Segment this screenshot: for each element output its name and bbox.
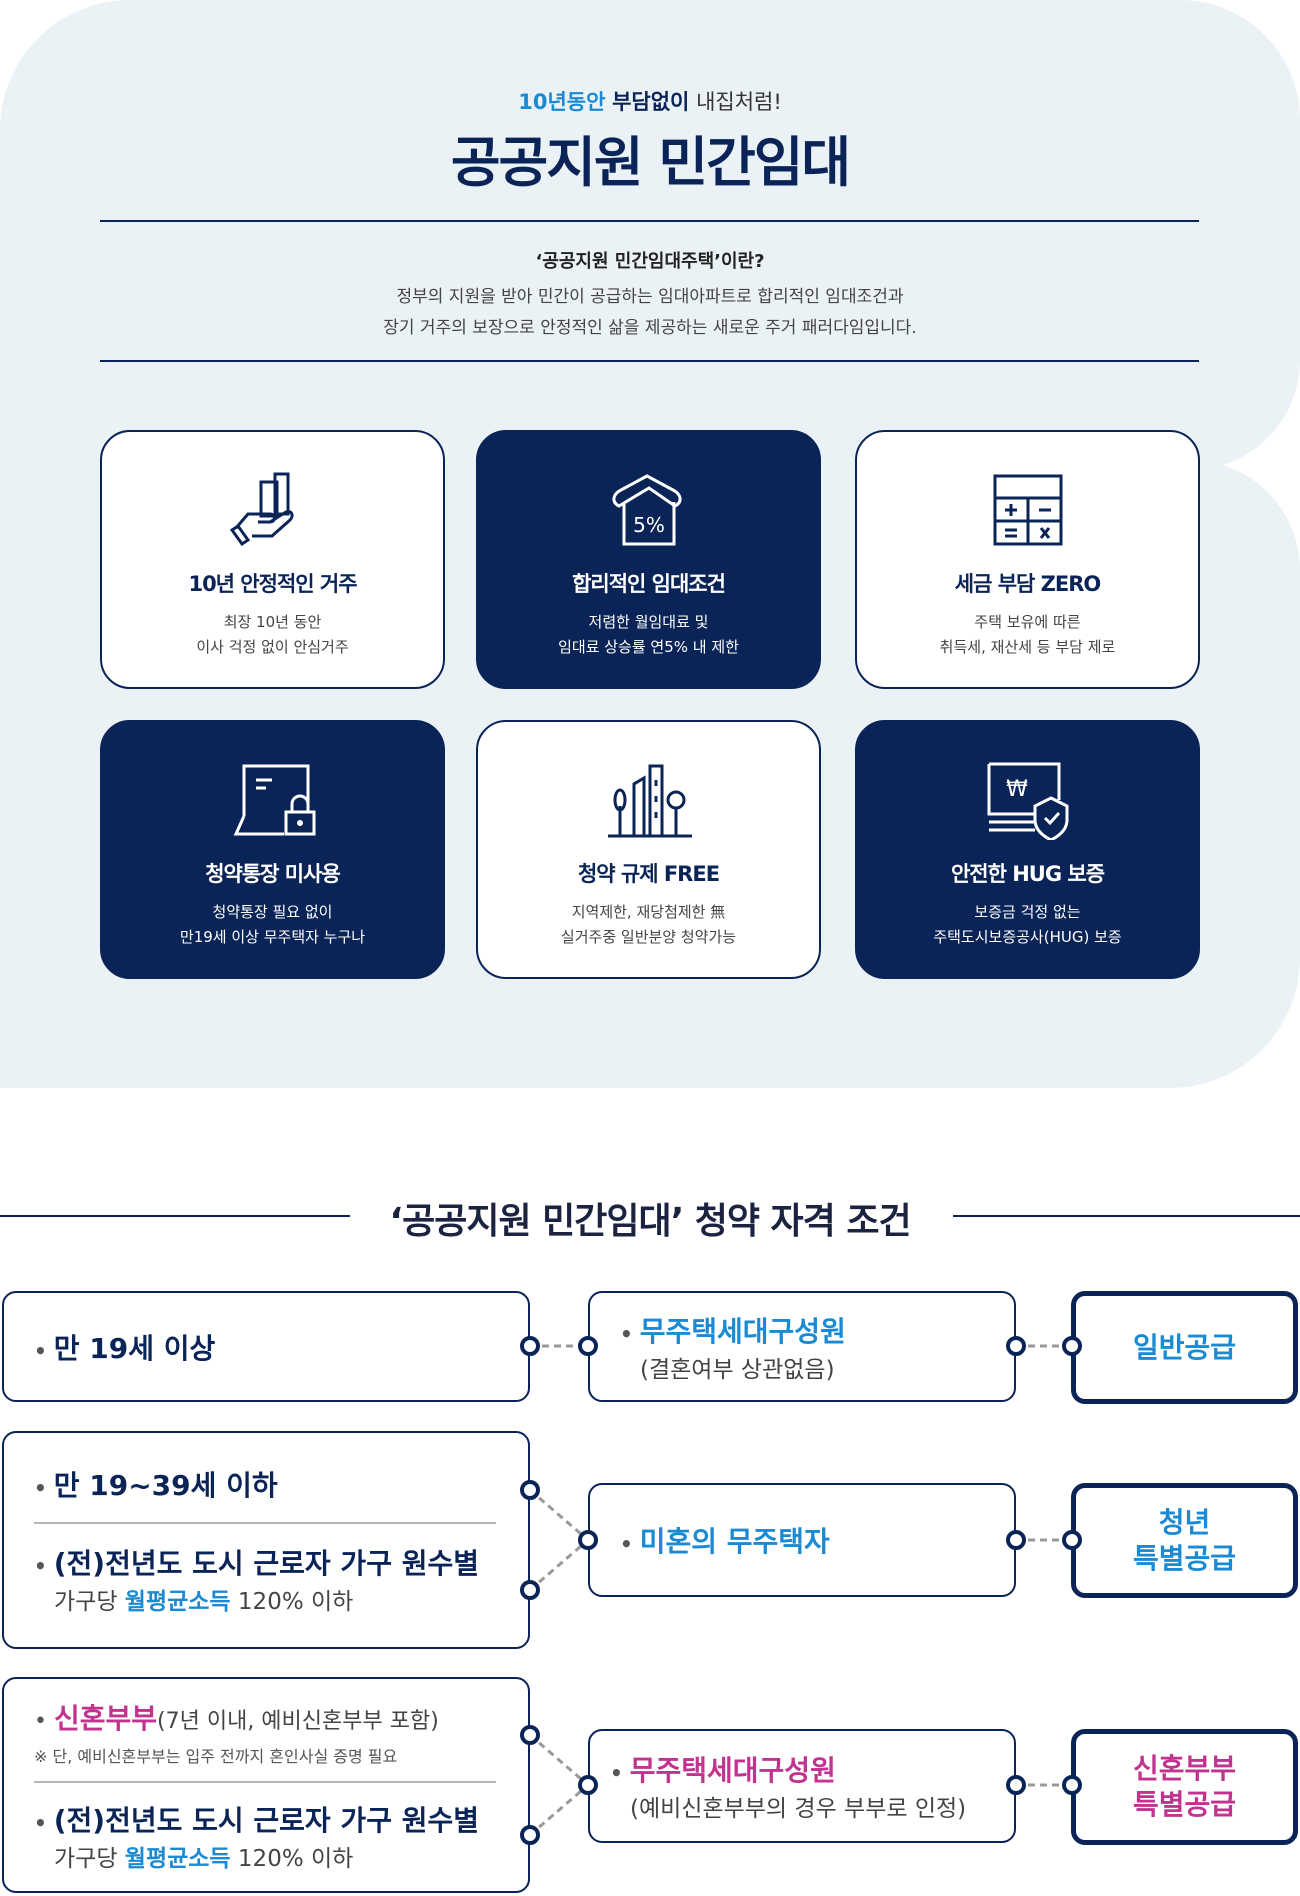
card-desc: 실거주중 일반분양 청약가능 — [560, 928, 737, 946]
hero-subtitle: 10년동안 부담없이 내집처럼! — [0, 86, 1300, 116]
criteria-title: 미혼의 무주택자 — [620, 1520, 1014, 1560]
divider — [100, 220, 1199, 222]
hand-buildings-icon — [229, 472, 294, 547]
condition-box: 만 19세 이상 — [2, 1291, 530, 1402]
card-desc: 이사 걱정 없이 안심거주 — [196, 638, 349, 656]
svg-text:5%: 5% — [633, 513, 665, 537]
supply-label: 특별공급 — [1132, 1788, 1237, 1821]
criteria-title: 무주택세대구성원 — [610, 1749, 1014, 1789]
condition-note: ※ 단, 예비신혼부부는 입주 전까지 혼인사실 증명 필요 — [34, 1747, 398, 1766]
condition-newlywed: • 신혼부부(7년 이내, 예비신혼부부 포함) — [34, 1702, 439, 1735]
card-desc: 임대료 상승률 연5% 내 제한 — [558, 638, 739, 656]
criteria-title: 무주택세대구성원 — [620, 1310, 1014, 1350]
supply-type-general: 일반공급 — [1071, 1291, 1298, 1404]
card-desc: 저렴한 월임대료 및 — [588, 613, 709, 631]
condition-age: 만 19~39세 이하 — [34, 1464, 528, 1504]
subtitle-highlight: 10년동안 — [518, 90, 606, 114]
definition-text: 장기 거주의 보장으로 안정적인 삶을 제공하는 새로운 주거 패러다임입니다. — [383, 318, 917, 338]
card-desc: 주택도시보증공사(HUG) 보증 — [933, 928, 1122, 946]
card-title: 10년 안정적인 거주 — [188, 572, 357, 596]
income-limit: 가구당 월평균소득 120% 이하 — [54, 1589, 354, 1615]
subtitle-text: 내집처럼! — [696, 90, 782, 114]
separator — [34, 1522, 496, 1524]
definition-heading: ‘공공지원 민간임대주택’이란? — [535, 251, 765, 272]
card-title: 안전한 HUG 보증 — [950, 862, 1105, 886]
card-desc: 만19세 이상 무주택자 누구나 — [179, 928, 366, 946]
supply-label: 일반공급 — [1132, 1330, 1237, 1364]
criteria-note: (결혼여부 상관없음) — [640, 1356, 835, 1383]
section-heading: ‘공공지원 민간임대’ 청약 자격 조건 — [389, 1201, 911, 1242]
house-percent-icon: 5% — [612, 474, 681, 546]
card-desc: 지역제한, 재당첨제한 無 — [571, 903, 726, 921]
condition-income: (전)전년도 도시 근로자 가구 원수별 — [34, 1799, 528, 1839]
condition-age: 만 19세 이상 — [34, 1327, 528, 1367]
divider — [100, 360, 1199, 362]
calculator-icon — [993, 474, 1062, 546]
page-title: 공공지원 민간임대 — [450, 131, 851, 194]
income-limit: 가구당 월평균소득 120% 이하 — [54, 1846, 354, 1872]
card-title: 청약 규제 FREE — [577, 862, 720, 886]
separator — [34, 1781, 496, 1783]
card-desc: 청약통장 필요 없이 — [212, 903, 333, 921]
criteria-box: 무주택세대구성원 (예비신혼부부의 경우 부부로 인정) — [588, 1729, 1016, 1843]
condition-income: (전)전년도 도시 근로자 가구 원수별 — [34, 1542, 528, 1582]
criteria-box: 무주택세대구성원 (결혼여부 상관없음) — [588, 1291, 1016, 1402]
card-desc: 최장 10년 동안 — [223, 613, 322, 631]
subtitle-bold: 부담없이 — [612, 90, 690, 114]
criteria-note: (예비신혼부부의 경우 부부로 인정) — [630, 1796, 967, 1822]
svg-text:₩: ₩ — [1006, 777, 1028, 802]
condition-box: • 신혼부부(7년 이내, 예비신혼부부 포함) ※ 단, 예비신혼부부는 입주… — [2, 1677, 530, 1893]
card-desc: 취득세, 재산세 등 부담 제로 — [939, 638, 1116, 656]
heading-rule — [953, 1215, 1300, 1217]
condition-box: 만 19~39세 이하 (전)전년도 도시 근로자 가구 원수별 가구당 월평균… — [2, 1431, 530, 1649]
feature-card: 청약 규제 FREE 지역제한, 재당첨제한 無 실거주중 일반분양 청약가능 — [476, 720, 821, 979]
card-desc: 보증금 걱정 없는 — [974, 903, 1081, 921]
laptop-lock-icon — [233, 764, 315, 836]
city-buildings-icon — [607, 764, 692, 838]
card-desc: 주택 보유에 따른 — [974, 613, 1081, 631]
criteria-box: 미혼의 무주택자 — [588, 1483, 1016, 1597]
card-title: 합리적인 임대조건 — [572, 572, 726, 596]
heading-rule — [0, 1215, 350, 1217]
supply-label: 청년 — [1158, 1505, 1211, 1539]
supply-label: 신혼부부 — [1132, 1752, 1237, 1785]
definition-text: 정부의 지원을 받아 민간이 공급하는 임대아파트로 합리적인 임대조건과 — [396, 287, 904, 307]
card-title: 청약통장 미사용 — [205, 862, 341, 886]
card-title: 세금 부담 ZERO — [954, 572, 1101, 596]
supply-label: 특별공급 — [1132, 1541, 1237, 1575]
money-shield-icon: ₩ — [987, 762, 1068, 840]
